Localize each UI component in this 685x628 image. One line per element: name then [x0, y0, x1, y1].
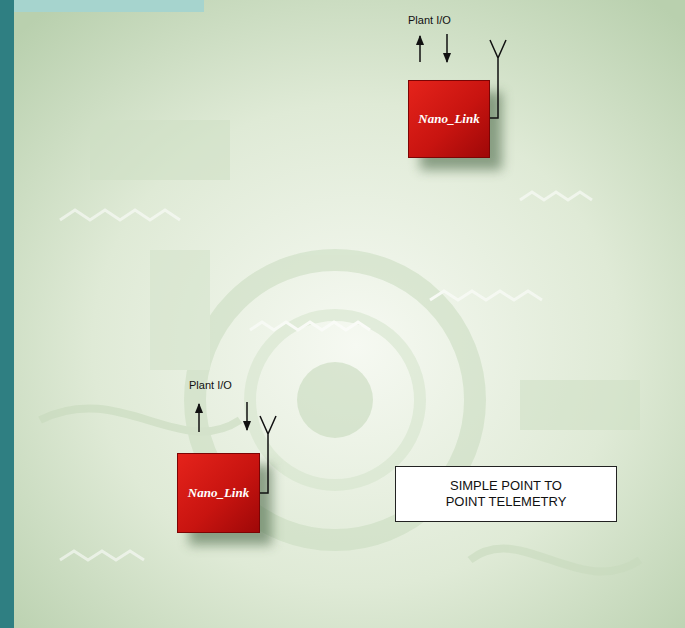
input-arrow — [446, 34, 448, 62]
antenna-symbol — [490, 40, 506, 118]
output-arrow — [198, 404, 200, 432]
ghost-machinery — [40, 120, 640, 572]
io-label: Plant I/O — [408, 14, 451, 26]
antenna-symbol — [260, 416, 276, 493]
output-arrow — [419, 36, 421, 62]
caption-box: SIMPLE POINT TO POINT TELEMETRY — [395, 466, 617, 522]
device-name: Nano_Link — [188, 485, 249, 501]
device-name: Nano_Link — [418, 111, 479, 127]
transceiver-box: Nano_Link — [408, 80, 490, 158]
caption-text: SIMPLE POINT TO POINT TELEMETRY — [436, 478, 576, 511]
side-strip — [0, 0, 14, 628]
io-label: Plant I/O — [189, 379, 232, 391]
input-arrow — [246, 402, 248, 430]
transceiver-box: Nano_Link — [177, 453, 260, 533]
top-strip — [14, 0, 204, 12]
